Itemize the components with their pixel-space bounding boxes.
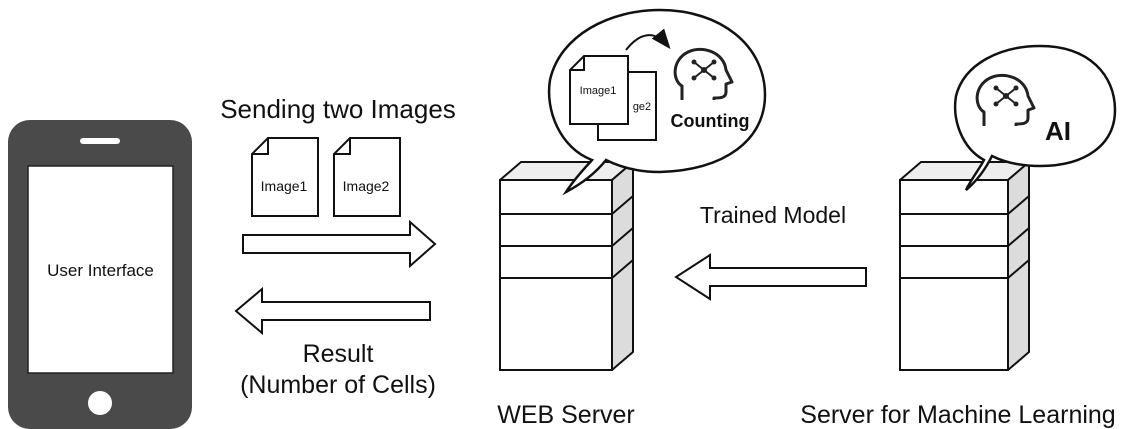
phone-screen [27,165,174,374]
document-image2: Image2 [333,137,401,217]
bubble-document-image1: Image1 [569,55,629,125]
send-arrow [242,219,437,269]
web-server-label: WEB Server [497,401,635,429]
ai-label: AI [1045,116,1071,146]
bubble-curved-arrow [625,28,671,51]
ml-server-speech-bubble [953,44,1117,191]
bubble-image1-label: Image1 [580,85,617,97]
document-image1-label: Image1 [261,178,308,194]
counting-label: Counting [671,111,750,131]
document-image2-label: Image2 [343,178,390,194]
document-image1: Image1 [251,137,319,217]
phone-home-button [88,391,112,415]
bubble-image2-label: ge2 [633,101,651,113]
model-arrow [674,253,867,301]
phone-speaker [80,138,120,144]
result-arrow [234,286,431,336]
ml-server [899,161,1030,371]
send-label: Sending two Images [220,94,456,124]
smartphone: User Interface [8,120,192,429]
result-label-line1: Result [303,340,374,368]
web-server [499,161,634,371]
phone-screen-label: User Interface [47,261,154,280]
result-label-line2: (Number of Cells) [240,371,436,399]
ml-server-label: Server for Machine Learning [800,401,1115,429]
model-label: Trained Model [700,202,846,228]
